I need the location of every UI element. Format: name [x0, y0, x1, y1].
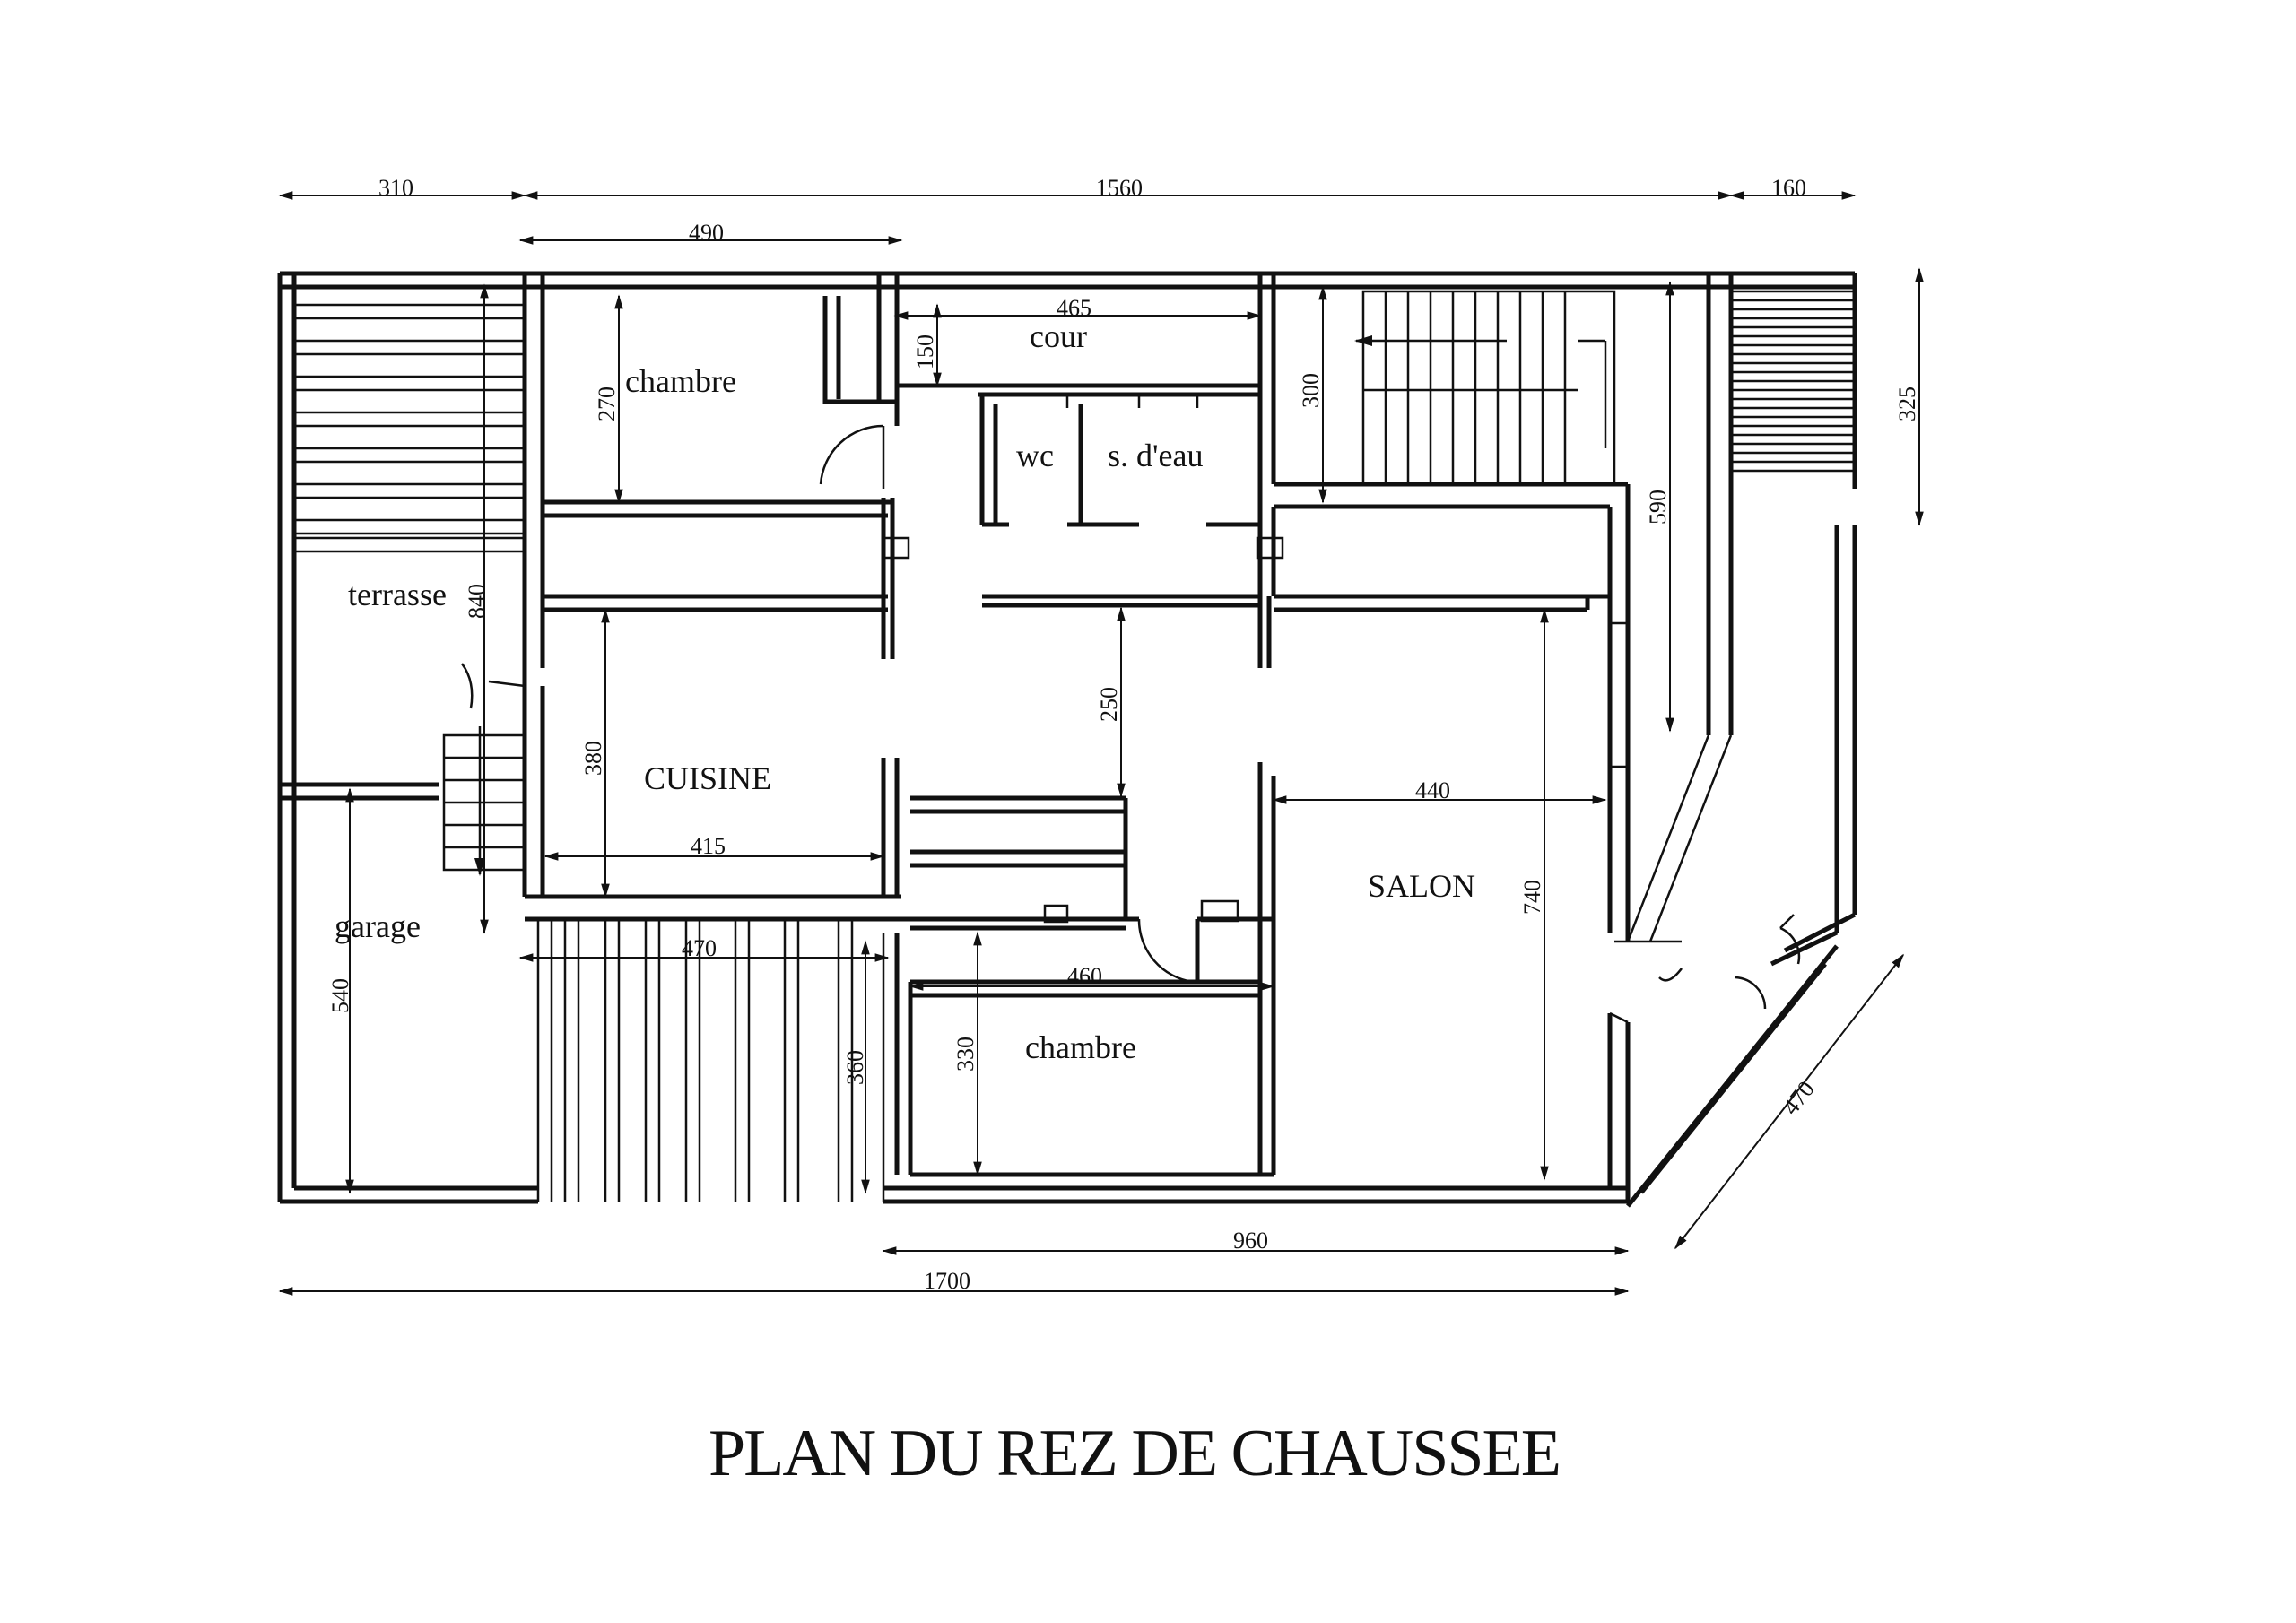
dim-150: 150	[912, 334, 938, 369]
room-chambre-2: chambre	[1025, 1029, 1136, 1065]
walls	[277, 271, 1857, 1208]
room-salon: SALON	[1368, 868, 1475, 904]
dimension-labels: 310 1560 160 490 465 150 270 300 325 590…	[327, 175, 1920, 1294]
room-cour: cour	[1030, 318, 1087, 354]
dim-465: 465	[1057, 295, 1091, 321]
page-title: PLAN DU REZ DE CHAUSSEE	[709, 1417, 1560, 1490]
dim-300: 300	[1298, 373, 1324, 408]
room-chambre-1: chambre	[625, 363, 736, 399]
dim-325: 325	[1894, 386, 1920, 421]
room-salle-deau: s. d'eau	[1108, 438, 1203, 473]
dim-960: 960	[1233, 1228, 1268, 1254]
dim-380: 380	[580, 741, 606, 776]
room-cuisine: CUISINE	[644, 760, 771, 796]
dim-840: 840	[464, 584, 490, 619]
dim-1700: 1700	[924, 1268, 970, 1294]
dim-1560: 1560	[1096, 175, 1143, 201]
dim-460: 460	[1067, 963, 1102, 989]
dim-360: 360	[842, 1050, 868, 1085]
room-terrasse: terrasse	[348, 577, 447, 612]
dim-270: 270	[594, 386, 620, 421]
dimension-lines	[278, 191, 1924, 1296]
dim-540: 540	[327, 978, 353, 1013]
dim-160: 160	[1771, 175, 1806, 201]
dim-310: 310	[378, 175, 413, 201]
room-garage: garage	[335, 908, 421, 944]
dim-415: 415	[691, 833, 726, 859]
dim-330: 330	[952, 1037, 978, 1072]
dim-470-b: 470	[1778, 1076, 1820, 1120]
dim-470-a: 470	[682, 935, 717, 961]
dim-740: 740	[1519, 880, 1545, 915]
room-wc: wc	[1016, 438, 1054, 473]
dim-490: 490	[689, 220, 724, 246]
dim-250: 250	[1096, 687, 1122, 722]
dim-590: 590	[1645, 490, 1671, 525]
dim-440: 440	[1415, 777, 1450, 803]
